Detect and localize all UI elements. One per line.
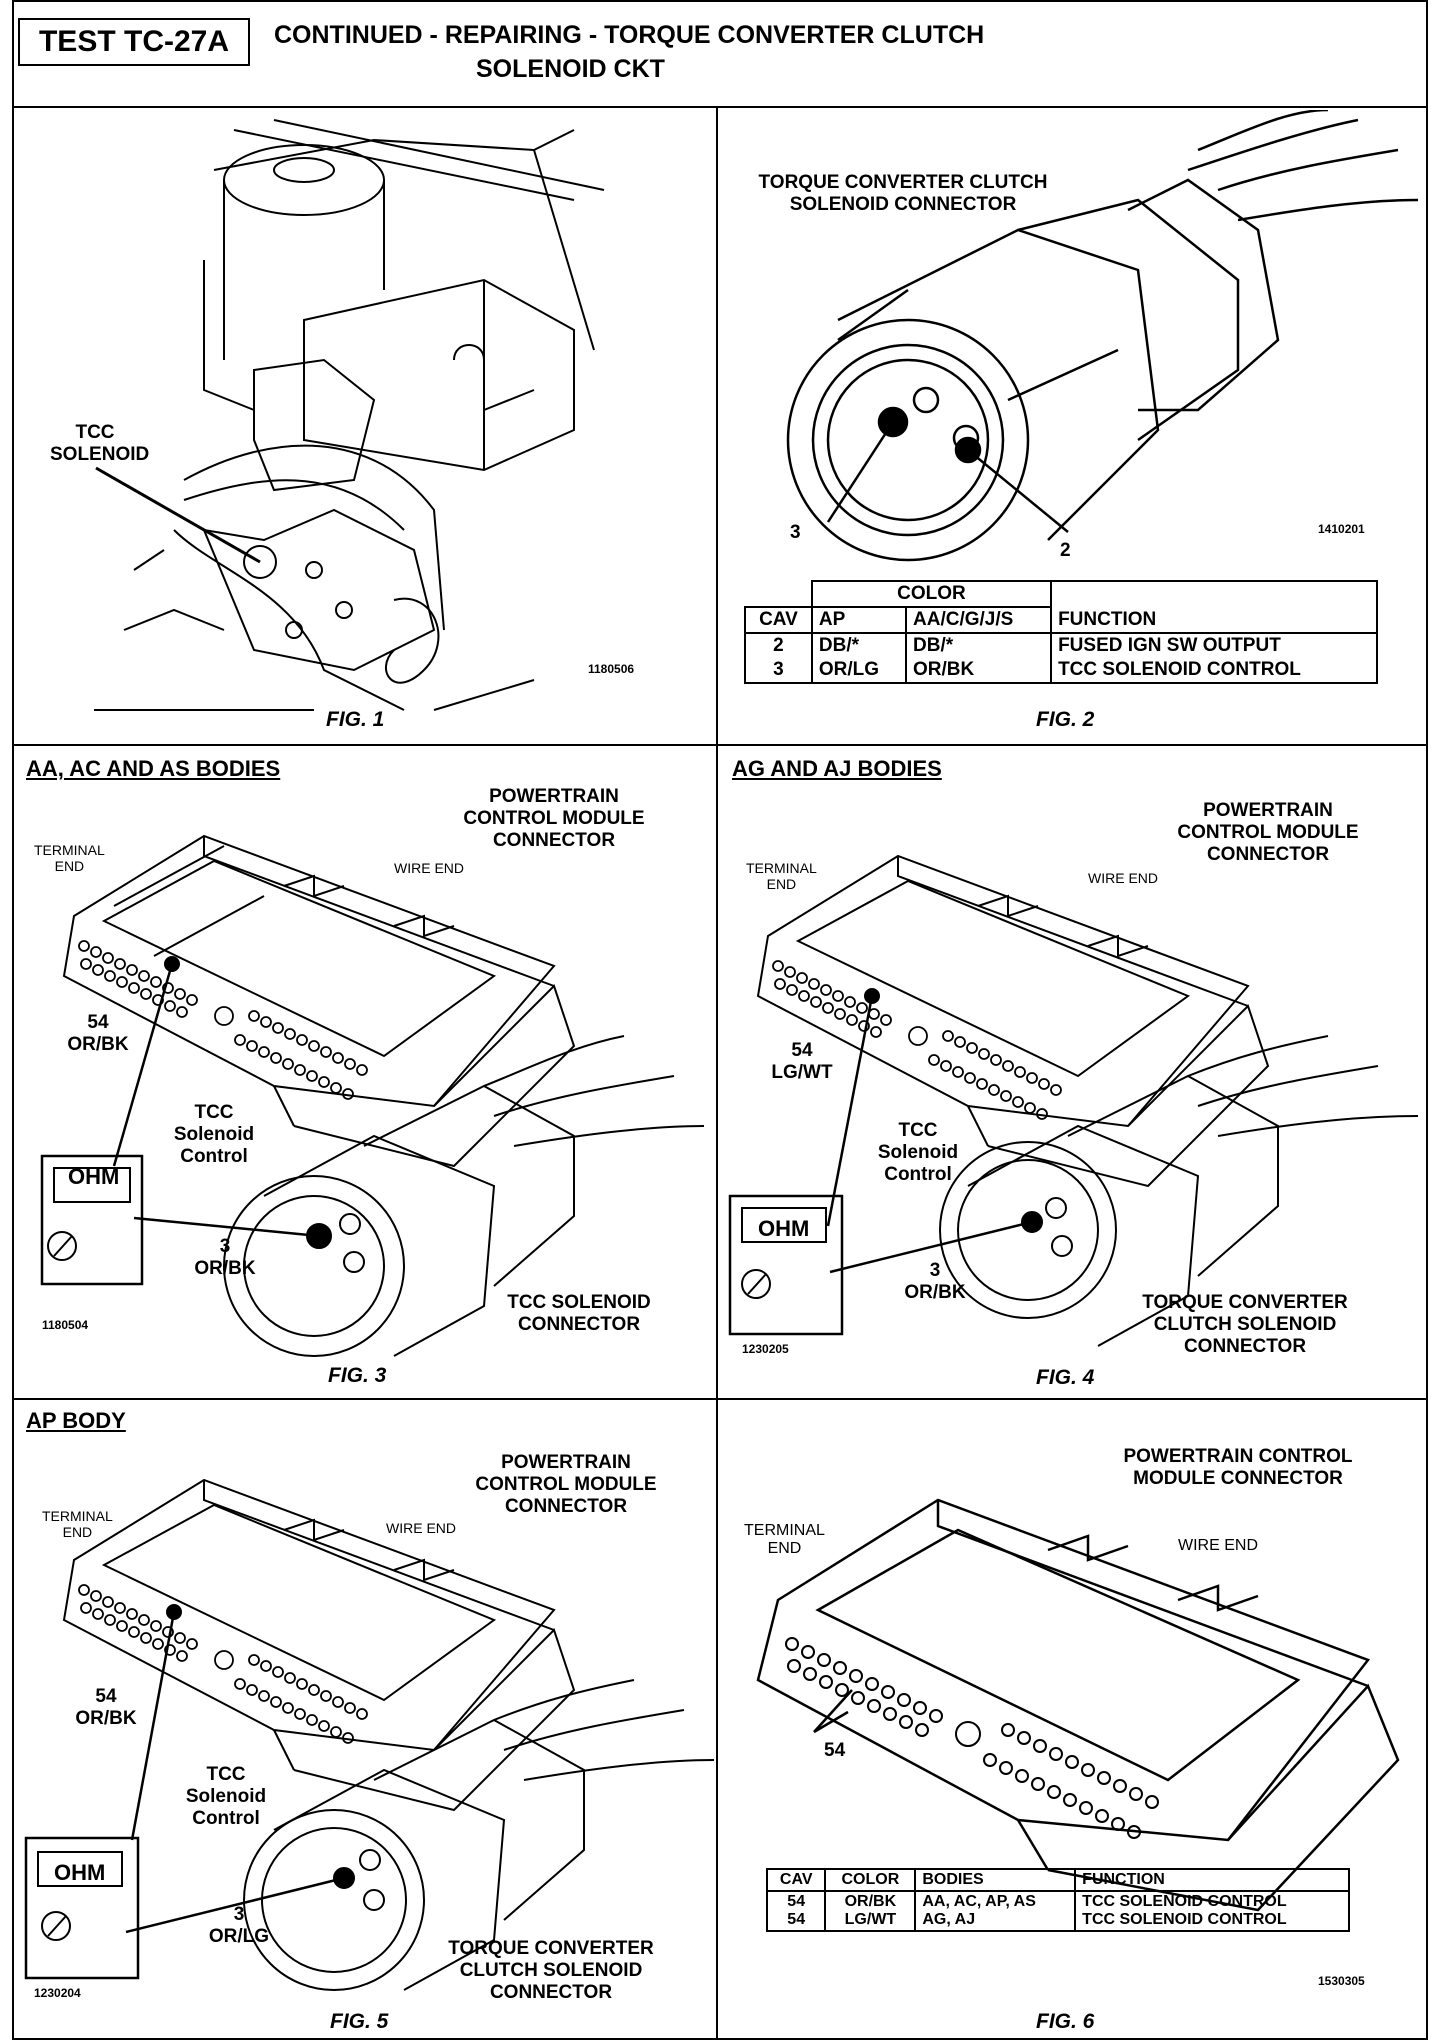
col-color: COLOR: [824, 1868, 917, 1892]
fig3-ohmmeter-display: OHM: [68, 1164, 120, 1189]
fig4-solenoid-label: TORQUE CONVERTER CLUTCH SOLENOID CONNECT…: [1142, 1292, 1348, 1357]
fig5-panel: AP BODY POWERTRAIN CONTROL MODULE CONNEC…: [14, 1400, 716, 2040]
fig3-heading: AA, AC AND AS BODIES: [26, 756, 281, 781]
ohmmeter-drawing: [24, 1836, 140, 1980]
pcm-connector-drawing: [62, 1478, 576, 1812]
tcc-solenoid-label: TCC SOLENOID: [50, 422, 150, 465]
fig4-caption: FIG. 4: [1036, 1366, 1095, 1389]
fig4-pin54-label: 54 LG/WT: [771, 1040, 833, 1083]
fig2-caption: FIG. 2: [1036, 708, 1095, 731]
fig3-terminal-end: TERMINAL END: [34, 842, 105, 874]
fig3-caption: FIG. 3: [328, 1364, 387, 1387]
pcm-connector-drawing: [62, 834, 576, 1168]
fig5-pin54-label: 54 OR/BK: [75, 1686, 137, 1729]
table-row: 54 54 OR/BK LG/WT AA, AC, AP, AS AG, AJ …: [765, 1890, 1350, 1932]
fig6-illustration: [756, 1498, 1400, 1912]
fig2-code: 1410201: [1318, 522, 1365, 536]
fig6-cav-table: CAV COLOR BODIES FUNCTION 54 54 OR/BK LG…: [765, 1868, 1350, 1932]
fig1-panel: TCC SOLENOID 1180506 FIG. 1: [14, 110, 716, 744]
fig5-wire-end: WIRE END: [386, 1520, 456, 1536]
fig4-wire-end: WIRE END: [1088, 870, 1158, 886]
fig1-caption: FIG. 1: [326, 708, 385, 731]
table-row: 2 DB/* DB/* FUSED IGN SW OUTPUT: [744, 632, 1378, 658]
fig5-code: 1230204: [34, 1986, 81, 2000]
header-title-line2: SOLENOID CKT: [476, 55, 665, 83]
ohmmeter-drawing: [728, 1194, 844, 1336]
fig5-caption: FIG. 5: [330, 2010, 389, 2033]
pin-3-label: 3: [790, 522, 801, 543]
fig1-code: 1180506: [588, 662, 635, 676]
fig4-cav3-label: 3 OR/BK: [904, 1260, 966, 1303]
fig4-pcm-label: POWERTRAIN CONTROL MODULE CONNECTOR: [1177, 800, 1359, 865]
fig2-title: TORQUE CONVERTER CLUTCH SOLENOID CONNECT…: [758, 172, 1048, 215]
fig6-caption: FIG. 6: [1036, 2010, 1095, 2033]
tcc-connector-drawing: [223, 1035, 705, 1357]
fig4-terminal-end: TERMINAL END: [746, 860, 817, 892]
fig4-illustration: [728, 854, 1419, 1347]
fig4-heading: AG AND AJ BODIES: [732, 756, 942, 781]
fig5-pcm-label: POWERTRAIN CONTROL MODULE CONNECTOR: [475, 1452, 657, 1517]
fig6-panel: POWERTRAIN CONTROL MODULE CONNECTOR TERM…: [718, 1400, 1426, 2040]
col-bodies: BODIES: [914, 1868, 1077, 1892]
table-row: 3 OR/LG OR/BK TCC SOLENOID CONTROL: [744, 658, 1378, 684]
fig3-wire-end: WIRE END: [394, 860, 464, 876]
fig5-illustration: [24, 1478, 715, 1991]
fig3-pin54-label: 54 OR/BK: [67, 1012, 129, 1055]
fig4-tcc-label: TCC Solenoid Control: [877, 1120, 959, 1185]
col-cav: CAV: [744, 606, 813, 634]
fig5-solenoid-label: TORQUE CONVERTER CLUTCH SOLENOID CONNECT…: [448, 1938, 654, 2003]
fig5-cav3-label: 3 OR/LG: [208, 1904, 270, 1947]
fig3-tcc-label: TCC Solenoid Control: [173, 1102, 255, 1167]
fig5-heading: AP BODY: [26, 1408, 126, 1433]
fig3-pcm-label: POWERTRAIN CONTROL MODULE CONNECTOR: [463, 786, 645, 851]
fig6-pin54-label: 54: [824, 1740, 846, 1761]
test-id: TEST TC-27A: [18, 18, 250, 66]
fig5-terminal-end: TERMINAL END: [42, 1508, 113, 1540]
fig3-panel: AA, AC AND AS BODIES POWERTRAIN CONTROL …: [14, 746, 716, 1398]
page-header: TEST TC-27A CONTINUED - REPAIRING - TORQ…: [12, 0, 1428, 108]
header-title-line1: CONTINUED - REPAIRING - TORQUE CONVERTER…: [274, 21, 985, 49]
col-function: FUNCTION: [1074, 1868, 1350, 1892]
fig6-code: 1530305: [1318, 1974, 1365, 1988]
fig6-terminal-end: TERMINAL END: [744, 1522, 825, 1557]
fig4-code: 1230205: [742, 1342, 789, 1356]
fig6-pcm-label: POWERTRAIN CONTROL MODULE CONNECTOR: [1123, 1446, 1353, 1489]
grid-divider-row1: [12, 744, 1428, 746]
fig4-ohmmeter-display: OHM: [758, 1216, 810, 1241]
fig6-wire-end: WIRE END: [1178, 1537, 1258, 1554]
color-header: COLOR: [810, 580, 1053, 608]
col-cav: CAV: [765, 1868, 827, 1892]
fig3-cav3-label: 3 OR/BK: [194, 1236, 256, 1279]
fig2-panel: TORQUE CONVERTER CLUTCH SOLENOID CONNECT…: [718, 110, 1426, 744]
fig4-panel: AG AND AJ BODIES POWERTRAIN CONTROL MODU…: [718, 746, 1426, 1398]
col-aac: AA/C/G/J/S: [905, 606, 1053, 634]
grid-vertical-divider: [716, 108, 718, 2040]
fig5-ohmmeter-display: OHM: [54, 1860, 106, 1885]
fig3-illustration: [40, 834, 705, 1357]
tcc-connector-drawing: [243, 1679, 715, 1991]
pcm-connector-drawing: [756, 854, 1270, 1188]
fig3-solenoid-label: TCC SOLENOID CONNECTOR: [507, 1292, 651, 1335]
col-function: FUNCTION: [1050, 580, 1378, 634]
pcm-connector-drawing: [756, 1498, 1400, 1912]
tcc-connector-drawing: [939, 1035, 1419, 1347]
fig5-tcc-label: TCC Solenoid Control: [185, 1764, 267, 1829]
engine-illustration: [94, 119, 605, 711]
fig2-color-table: COLOR FUNCTION CAV AP AA/C/G/J/S 2 DB/* …: [744, 580, 1378, 684]
page-frame: [12, 0, 1428, 2040]
pin-2-label: 2: [1060, 540, 1071, 561]
col-ap: AP: [810, 606, 908, 634]
fig3-code: 1180504: [42, 1318, 89, 1332]
ohmmeter-drawing: [40, 1154, 144, 1286]
grid-divider-row2: [12, 1398, 1428, 1400]
tcc-connector-illustration: [786, 110, 1419, 562]
